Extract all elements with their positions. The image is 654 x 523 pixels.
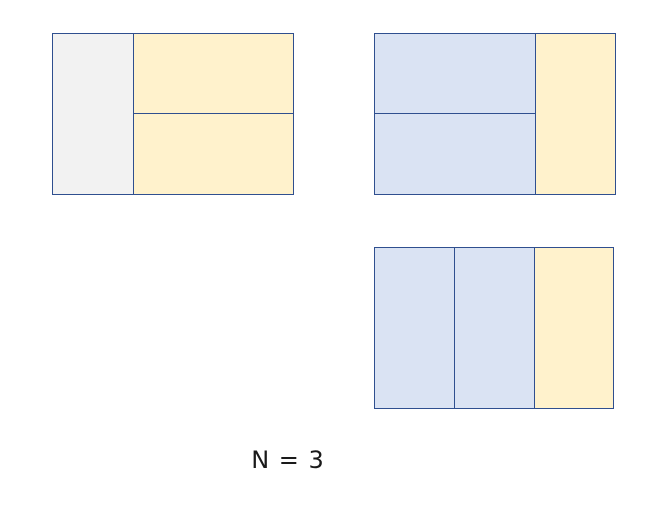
cell-yellow-column-3 xyxy=(534,247,614,409)
cell-blue-column-1 xyxy=(374,247,455,409)
cell-gray-left xyxy=(52,33,134,195)
cell-blue-top xyxy=(374,33,536,114)
layout-diagram-c xyxy=(374,247,614,409)
n-caption: N = 3 xyxy=(251,446,325,474)
cell-yellow-right xyxy=(535,33,616,195)
layout-diagram-a xyxy=(52,33,294,195)
cell-blue-bottom xyxy=(374,113,536,195)
layout-diagram-b xyxy=(374,33,616,195)
cell-blue-column-2 xyxy=(454,247,535,409)
cell-yellow-bottom xyxy=(133,113,294,195)
cell-yellow-top xyxy=(133,33,294,114)
